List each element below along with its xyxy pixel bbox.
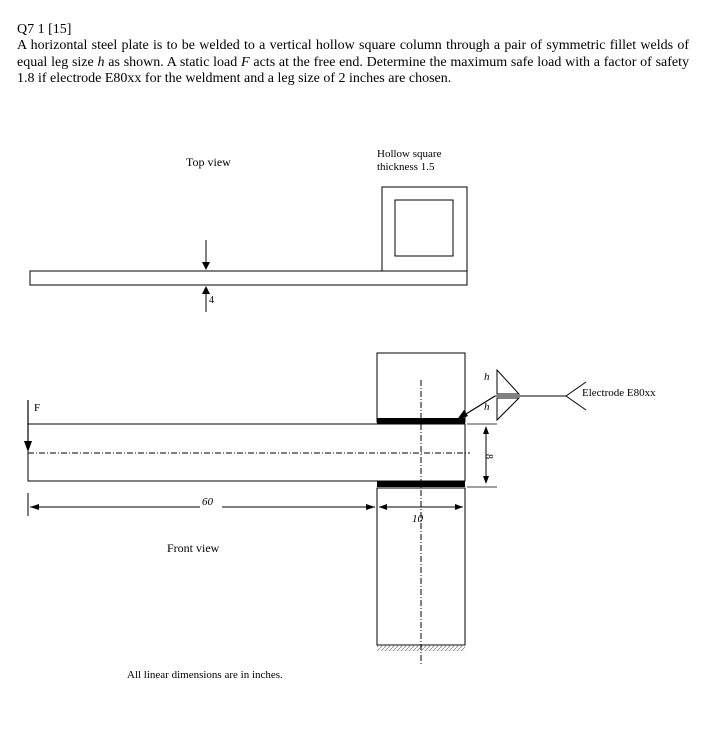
fillet-symbol-arrow-side <box>496 368 521 395</box>
weld-symbol: h h Electrode E80xx <box>456 368 656 422</box>
weld-leg-lower-label: h <box>484 401 490 413</box>
column-lower-part <box>376 487 466 646</box>
hollow-square-label: Hollow square <box>377 148 442 160</box>
problem-statement: A horizontal steel plate is to be welded… <box>17 38 689 88</box>
column-upper-part <box>376 352 466 423</box>
length-dimension: 60 <box>27 493 375 516</box>
fillet-symbol-other-side <box>496 397 521 422</box>
weld-leader-arrow <box>456 410 468 421</box>
weld-leg-upper-label: h <box>484 371 490 383</box>
plate-top-view <box>29 270 468 286</box>
front-view-label: Front view <box>167 541 220 555</box>
h-symbol: h <box>97 54 105 70</box>
electrode-label: Electrode E80xx <box>582 387 656 399</box>
force-label: F <box>34 402 40 414</box>
f-symbol: F <box>241 54 250 70</box>
column-inner-wall <box>394 199 454 257</box>
hollow-thickness-label: thickness 1.5 <box>377 161 435 173</box>
plate-depth-dimension: 8 <box>467 423 497 488</box>
weld-tail-lower <box>565 395 587 411</box>
plate-thickness-value: 4 <box>209 295 214 306</box>
statement-part-2: as shown. A static load <box>104 54 242 70</box>
column-width-value: 10 <box>412 513 424 525</box>
plate-thickness-dimension: 4 <box>202 240 214 312</box>
length-value: 60 <box>202 496 214 508</box>
statement-part-1: A horizontal steel plate is to be welded… <box>17 38 689 70</box>
statement-part-3: acts at the free end. Determine the maxi… <box>17 54 690 87</box>
top-view-label: Top view <box>186 155 231 169</box>
weld-tail-upper <box>565 381 587 397</box>
plate-depth-value: 8 <box>483 454 494 459</box>
column-width-dimension: 10 <box>379 504 463 525</box>
units-note: All linear dimensions are in inches. <box>127 669 283 681</box>
force-arrow: F <box>24 400 40 452</box>
question-number: Q7 1 [15] <box>17 22 72 37</box>
